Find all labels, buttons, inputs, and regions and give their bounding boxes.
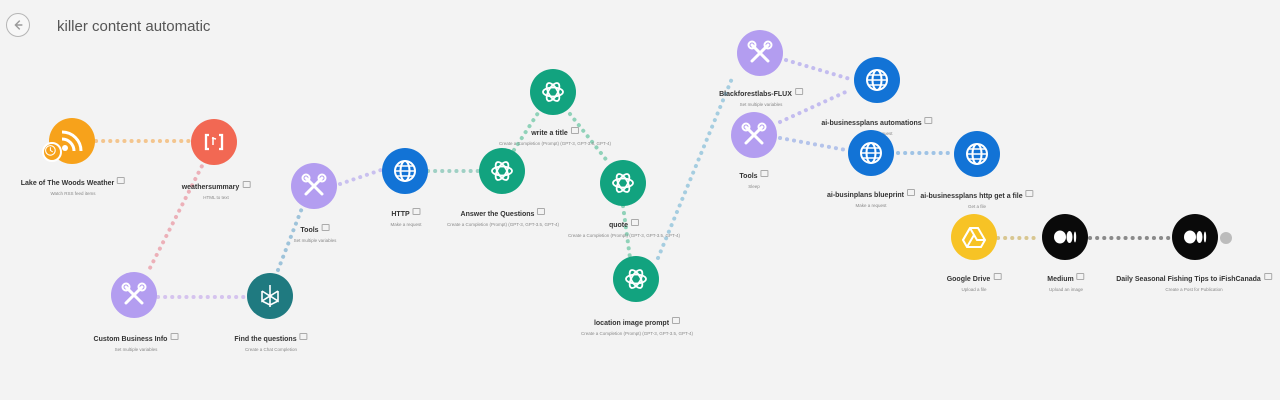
module-location-image-prompt[interactable]: [613, 256, 659, 302]
wrench-icon: [747, 40, 773, 63]
module-quote[interactable]: [600, 160, 646, 206]
arrow-left-icon: [14, 20, 23, 30]
module-medium[interactable]: [1042, 214, 1088, 260]
wrench-icon: [301, 173, 327, 196]
openai-icon: [625, 269, 647, 289]
clock-icon: [42, 142, 62, 162]
module-ai-businessplans-automations[interactable]: [854, 57, 900, 103]
wrench-icon: [121, 282, 147, 305]
scenario-title: killer content automatic: [57, 18, 211, 35]
json-icon: [204, 133, 224, 151]
connector-quote-location: [621, 204, 632, 260]
medium-icon: [1184, 230, 1207, 244]
openai-icon: [491, 161, 513, 181]
module-find-the-questions[interactable]: [247, 273, 293, 319]
globe-icon: [860, 142, 882, 164]
connector-flux-automations: [784, 58, 852, 81]
connector-tools1-http: [338, 168, 383, 186]
module-tools-1[interactable]: [291, 163, 337, 209]
connector-title-quote: [568, 112, 610, 164]
perplexity-icon: [261, 285, 279, 307]
connector-tools2-blueprint: [778, 136, 848, 152]
module-http[interactable]: [382, 148, 428, 194]
module-google-drive[interactable]: [951, 214, 997, 260]
module-write-a-title[interactable]: [530, 69, 576, 115]
google-drive-icon: [961, 227, 987, 248]
connector-tools2-automations: [778, 88, 852, 124]
medium-icon: [1054, 230, 1077, 244]
connector-weather-custom: [148, 158, 207, 270]
openai-icon: [542, 82, 564, 102]
add-module-handle: [1220, 232, 1232, 244]
connector-location-flux: [656, 74, 735, 260]
globe-icon: [394, 160, 416, 182]
module-blackforestlabs-flux[interactable]: [737, 30, 783, 76]
module-ai-businplans-blueprint[interactable]: [848, 130, 894, 176]
module-daily-seasonal-fishing-tips[interactable]: [1172, 214, 1218, 260]
back-button[interactable]: [6, 13, 30, 37]
module-tools-2[interactable]: [731, 112, 777, 158]
module-ai-businessplans-get-file[interactable]: [954, 131, 1000, 177]
wrench-icon: [741, 122, 767, 145]
openai-icon: [612, 173, 634, 193]
rss-icon: [61, 130, 83, 152]
connector-answer-title: [512, 111, 540, 152]
globe-icon: [966, 143, 988, 165]
module-weathersummary[interactable]: [191, 119, 237, 165]
globe-icon: [866, 69, 888, 91]
module-answer-the-questions[interactable]: [479, 148, 525, 194]
connector-find-tools1: [276, 206, 304, 272]
module-label: Lake of The Woods Weather: [20, 180, 115, 187]
module-custom-business-info[interactable]: [111, 272, 157, 318]
